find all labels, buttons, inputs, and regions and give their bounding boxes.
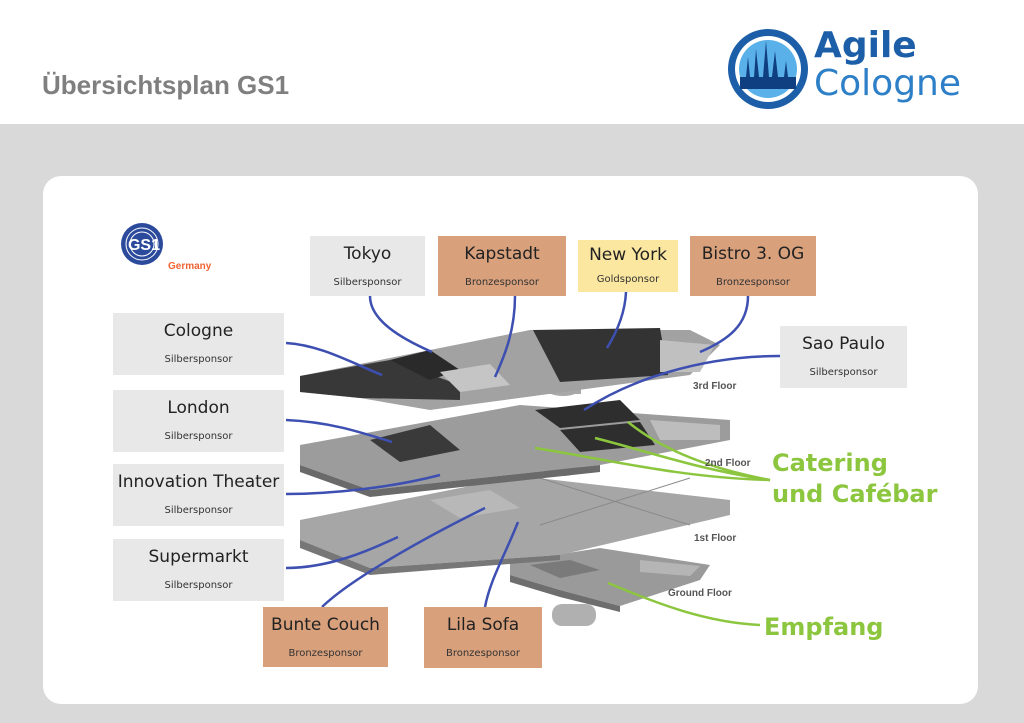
catering-label: Catering und Cafébar <box>772 448 937 510</box>
header: Übersichtsplan GS1 Agile Cologne <box>0 0 1024 124</box>
room-name: Lila Sofa <box>446 615 520 635</box>
room-bunte-couch: Bunte Couch Bronzesponsor <box>263 607 388 667</box>
floor-label-ground: Ground Floor <box>668 588 732 599</box>
room-tier: Bronzesponsor <box>445 648 521 659</box>
room-name: Tokyo <box>343 244 392 264</box>
room-name: New York <box>589 245 667 265</box>
gs1-country-text: Germany <box>168 261 212 272</box>
empfang-line <box>607 581 761 627</box>
room-new-york: New York Goldsponsor <box>578 240 678 292</box>
cathedral-logo-icon <box>728 29 808 109</box>
room-tier: Silbersponsor <box>164 580 233 591</box>
room-tier: Bronzesponsor <box>715 277 791 288</box>
room-name: Cologne <box>163 321 234 341</box>
catering-line-2: und Cafébar <box>772 480 938 508</box>
room-supermarkt: Supermarkt Silbersponsor <box>113 539 284 601</box>
page-title: Übersichtsplan GS1 <box>42 70 290 100</box>
room-tier: Silbersponsor <box>333 277 402 288</box>
room-kapstadt: Kapstadt Bronzesponsor <box>438 236 566 296</box>
second-floor-plate <box>300 400 730 497</box>
room-tier: Silbersponsor <box>164 505 233 516</box>
room-name: Bunte Couch <box>271 615 380 635</box>
agile-cologne-logo: Agile Cologne <box>726 25 966 111</box>
catering-lines <box>534 421 771 482</box>
empfang-label: Empfang <box>764 613 884 641</box>
floor-label-third: 3rd Floor <box>693 381 737 392</box>
logo-text-cologne: Cologne <box>814 63 962 104</box>
ground-floor-plate <box>510 548 710 626</box>
room-name: London <box>167 398 230 418</box>
room-name: Kapstadt <box>464 244 540 264</box>
room-tier: Bronzesponsor <box>288 648 363 659</box>
room-name: Innovation Theater <box>117 472 280 492</box>
room-tier: Bronzesponsor <box>464 277 540 288</box>
catering-line-1: Catering <box>772 449 888 477</box>
room-london: London Silbersponsor <box>113 390 284 452</box>
room-sao-paulo: Sao Paulo Silbersponsor <box>780 326 907 388</box>
floor-label-second: 2nd Floor <box>705 458 751 469</box>
room-innovation-theater: Innovation Theater Silbersponsor <box>113 464 284 526</box>
room-tier: Silbersponsor <box>164 354 233 365</box>
logo-text-agile: Agile <box>814 25 917 66</box>
room-name: Sao Paulo <box>802 334 885 354</box>
floor-label-first: 1st Floor <box>694 533 737 544</box>
gs1-germany-logo: GS1 Germany <box>118 218 228 278</box>
room-tier: Silbersponsor <box>164 431 233 442</box>
room-tier: Goldsponsor <box>596 274 660 285</box>
room-tier: Silbersponsor <box>809 367 878 378</box>
room-cologne: Cologne Silbersponsor <box>113 313 284 375</box>
room-name: Supermarkt <box>148 547 249 567</box>
room-tokyo: Tokyo Silbersponsor <box>310 236 425 296</box>
gs1-logo-icon: GS1 Germany <box>121 223 212 272</box>
room-name: Bistro 3. OG <box>701 244 805 264</box>
room-lila-sofa: Lila Sofa Bronzesponsor <box>424 607 542 668</box>
gs1-mark-text: GS1 <box>128 237 160 254</box>
connector-lines <box>285 291 781 608</box>
first-floor-plate <box>300 476 730 575</box>
room-bistro: Bistro 3. OG Bronzesponsor <box>690 236 816 296</box>
